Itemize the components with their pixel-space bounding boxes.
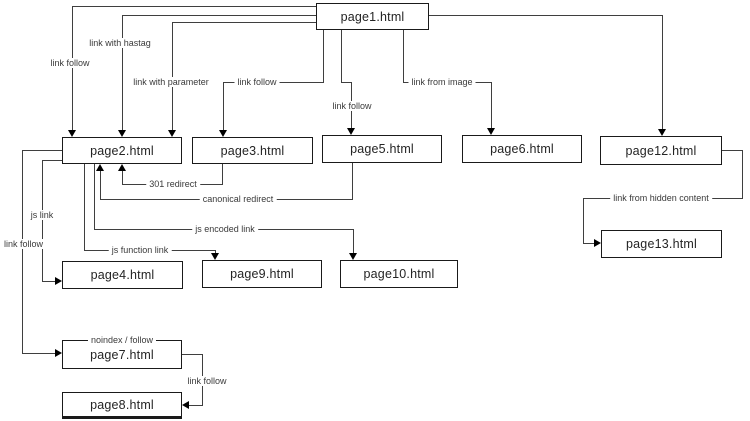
node-page4: page4.html [62, 261, 183, 289]
node-page4-label: page4.html [90, 268, 155, 282]
connector-line [22, 150, 63, 151]
connector-line [84, 164, 85, 251]
node-page6: page6.html [462, 135, 582, 163]
edge-label-js-function-link: js function link [108, 245, 172, 255]
connector-line [189, 405, 203, 406]
edge-label-link-follow-p1-p3: link follow [234, 77, 280, 87]
connector-line [182, 354, 203, 355]
arrowhead-icon [118, 164, 126, 171]
connector-line [22, 353, 56, 354]
node-page7-label: page7.html [90, 347, 154, 362]
connector-line [353, 229, 354, 254]
arrowhead-icon [594, 239, 601, 247]
connector-line [323, 29, 324, 83]
connector-line [215, 250, 216, 254]
edge-label-canonical-redirect: canonical redirect [199, 194, 277, 204]
arrowhead-icon [118, 130, 126, 137]
node-page8: page8.html [62, 392, 182, 419]
connector-line [42, 281, 56, 282]
connector-line [42, 160, 43, 282]
node-page10-label: page10.html [363, 267, 435, 281]
connector-line [122, 15, 317, 16]
connector-line [722, 150, 743, 151]
connector-line [94, 164, 95, 230]
connector-line [403, 29, 404, 83]
connector-line [583, 243, 595, 244]
connector-line [72, 6, 317, 7]
edge-label-link-from-hidden-content: link from hidden content [610, 193, 712, 203]
arrowhead-icon [211, 253, 219, 260]
arrowhead-icon [68, 130, 76, 137]
edge-label-link-follow-p1-p2: link follow [47, 58, 93, 68]
connector-line [122, 171, 123, 185]
node-page12-label: page12.html [625, 143, 697, 158]
edge-label-link-follow-p2-p7: link follow [1, 239, 47, 249]
node-page1: page1.html [316, 3, 429, 30]
arrowhead-icon [168, 130, 176, 137]
annotation-noindex-follow: noindex / follow [87, 335, 157, 345]
arrowhead-icon [349, 253, 357, 260]
node-page3-label: page3.html [220, 143, 285, 158]
edge-label-js-encoded-link: js encoded link [192, 224, 258, 234]
connector-line [172, 22, 317, 23]
node-page9-label: page9.html [230, 267, 294, 281]
edge-label-js-link: js link [27, 210, 57, 220]
node-page12: page12.html [600, 136, 722, 165]
connector-line [583, 198, 584, 244]
connector-line [122, 15, 123, 131]
connector-line [352, 163, 353, 200]
arrowhead-icon [182, 401, 189, 409]
node-page3: page3.html [192, 137, 313, 164]
node-page10: page10.html [340, 260, 458, 288]
edge-label-link-with-hastag: link with hastag [86, 38, 154, 48]
node-page9: page9.html [202, 260, 322, 288]
edge-label-link-from-image: link from image [408, 77, 476, 87]
node-page5-label: page5.html [350, 142, 414, 156]
connector-line [341, 82, 352, 83]
arrowhead-icon [658, 129, 666, 136]
connector-line [72, 6, 73, 131]
connector-line [341, 29, 342, 83]
arrowhead-icon [487, 128, 495, 135]
arrowhead-icon [96, 164, 104, 171]
edge-label-301-redirect: 301 redirect [146, 179, 200, 189]
node-page13-label: page13.html [626, 237, 697, 251]
node-page2-label: page2.html [90, 143, 154, 158]
arrowhead-icon [55, 277, 62, 285]
connector-line [491, 82, 492, 129]
connector-line [742, 150, 743, 199]
node-page2: page2.html [62, 137, 182, 164]
connector-line [172, 22, 173, 131]
node-page7: page7.html [62, 340, 182, 369]
node-page5: page5.html [322, 135, 442, 163]
edge-label-link-with-parameter: link with parameter [130, 77, 212, 87]
arrowhead-icon [219, 130, 227, 137]
connector-line [22, 150, 23, 354]
connector-line [222, 164, 223, 185]
connector-line [42, 160, 63, 161]
connector-line [100, 171, 101, 200]
node-page8-label: page8.html [90, 397, 154, 412]
edge-label-link-follow-p7-p8: link follow [184, 376, 230, 386]
connector-line [429, 15, 663, 16]
node-page13: page13.html [601, 230, 722, 258]
connector-line [662, 15, 663, 130]
connector-line [223, 82, 224, 131]
edge-label-link-follow-p1-p5: link follow [329, 101, 375, 111]
arrowhead-icon [347, 128, 355, 135]
node-page6-label: page6.html [490, 142, 554, 156]
arrowhead-icon [55, 349, 62, 357]
node-page1-label: page1.html [340, 9, 405, 24]
